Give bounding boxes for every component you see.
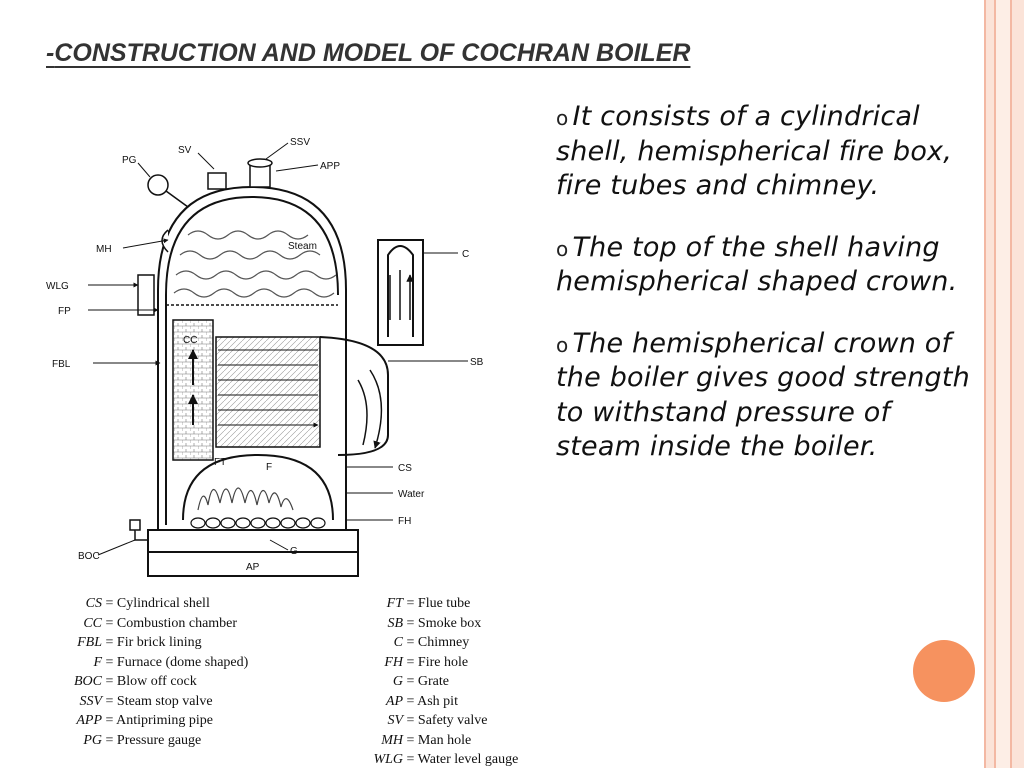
crown-fittings: [147, 158, 273, 208]
legend-item: C = Chimney: [393, 635, 470, 650]
legend-item: PG = Pressure gauge: [83, 732, 202, 748]
boiler-shell: [147, 185, 359, 577]
label-steam: Steam: [288, 241, 317, 252]
title-prefix: -: [46, 39, 55, 67]
legend-item: FH = Fire hole: [384, 654, 469, 670]
legend-item: FBL = Fir brick lining: [77, 635, 202, 650]
label-app: APP: [320, 161, 340, 172]
legend-item: MH = Man hole: [381, 732, 472, 748]
legend-item: APP = Antipriming pipe: [76, 713, 213, 728]
furnace-dome: [182, 453, 334, 529]
label-g: G: [290, 546, 298, 557]
decorative-side-stripes: [980, 0, 1024, 768]
label-boc: BOC: [78, 551, 100, 562]
leader-lines: [88, 142, 468, 556]
label-wlg: WLG: [46, 281, 69, 292]
legend-item: CS = Cylindrical shell: [85, 596, 210, 611]
title-text: Construction and model of Cochran Boiler: [54, 39, 691, 67]
bullet-text: The top of the shell having hemispherica…: [556, 231, 958, 298]
label-sv: SV: [178, 145, 192, 156]
legend-item: SV = Safety valve: [387, 713, 488, 728]
blow-off-cock: [129, 519, 148, 541]
label-water: Water: [398, 489, 425, 500]
decorative-orange-dot: [913, 640, 975, 702]
bullet-marker: o: [556, 236, 569, 261]
legend-item: G = Grate: [392, 674, 449, 689]
bullet-text: It consists of a cylindrical shell, hemi…: [556, 101, 953, 202]
label-cc: CC: [183, 335, 197, 346]
label-pg: PG: [122, 155, 137, 166]
cochran-boiler-diagram: PG SV SSV APP MH WLG FP FBL CC Steam C S…: [46, 137, 484, 577]
legend-item: F = Furnace (dome shaped): [93, 654, 249, 670]
label-f: F: [266, 462, 272, 473]
label-ssv: SSV: [290, 137, 310, 148]
label-c: C: [462, 249, 469, 260]
legend-item: AP = Ash pit: [385, 693, 458, 709]
label-ap: AP: [246, 562, 260, 573]
steam-waves: [173, 230, 337, 298]
bullet-marker: o: [556, 332, 569, 357]
legend-item: SSV = Steam stop valve: [79, 693, 213, 709]
label-fp: FP: [58, 306, 71, 317]
label-ft: FT: [214, 457, 226, 468]
slide-title: -Construction and model of Cochran Boile…: [46, 30, 826, 78]
label-mh: MH: [96, 244, 112, 255]
combustion-chamber: [172, 319, 320, 461]
legend-right: FT = Flue tube SB = Smoke box C = Chimne…: [355, 594, 518, 770]
legend-left: CS = Cylindrical shell CC = Combustion c…: [46, 594, 248, 750]
smoke-box-and-chimney: [319, 239, 424, 456]
legend-item: CC = Combustion chamber: [83, 615, 238, 631]
label-cs: CS: [398, 463, 412, 474]
label-fbl: FBL: [52, 359, 71, 370]
label-sb: SB: [470, 357, 484, 368]
legend-item: WLG = Water level gauge: [373, 752, 519, 767]
legend-item: BOC = Blow off cock: [74, 674, 197, 689]
legend-item: SB = Smoke box: [387, 615, 482, 631]
label-fh: FH: [398, 516, 411, 527]
legend-item: FT = Flue tube: [386, 596, 471, 611]
bullet-marker: o: [556, 106, 569, 130]
bullet-text: The hemispherical crown of the boiler gi…: [556, 327, 970, 463]
